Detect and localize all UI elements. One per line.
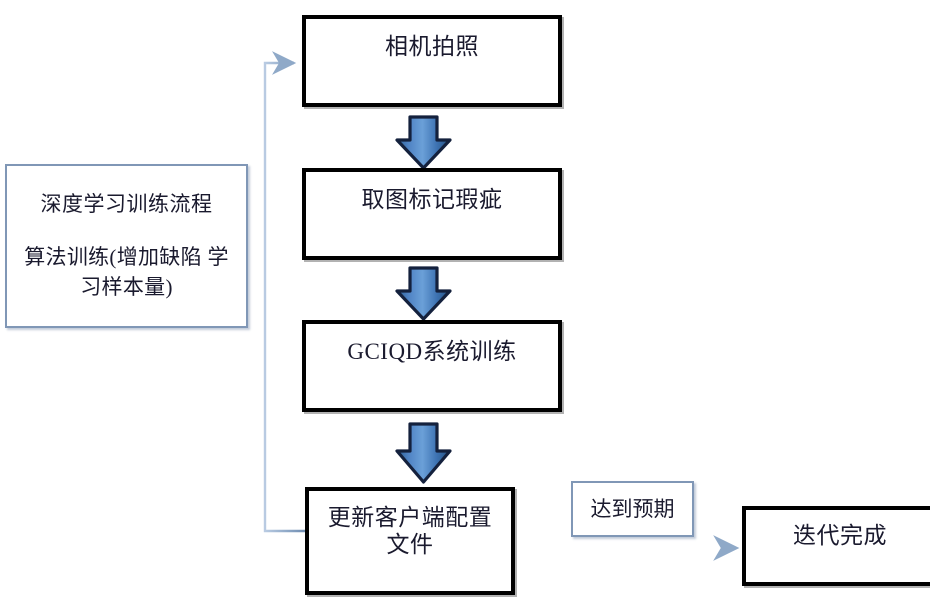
node-meets-expectation[interactable]: 达到预期: [571, 481, 694, 537]
block-arrow-train-to-update: [395, 422, 452, 484]
node-gciqd-training-label: GCIQD系统训练: [347, 339, 517, 364]
training-process-panel: 深度学习训练流程 算法训练(增加缺陷 学习样本量): [5, 164, 248, 328]
panel-title: 深度学习训练流程: [40, 192, 213, 216]
node-gciqd-training[interactable]: GCIQD系统训练: [302, 320, 562, 412]
node-camera-capture-label: 相机拍照: [385, 34, 479, 59]
node-update-client-config-label: 更新客户端配置 文件: [327, 505, 493, 558]
feedback-loop-connector: [263, 51, 305, 533]
panel-subtitle: 算法训练(增加缺陷 学习样本量): [24, 245, 229, 300]
node-mark-defects-label: 取图标记瑕疵: [361, 187, 503, 212]
block-arrow-camera-to-mark: [395, 115, 452, 170]
node-mark-defects[interactable]: 取图标记瑕疵: [302, 168, 562, 260]
node-camera-capture[interactable]: 相机拍照: [302, 15, 562, 107]
node-meets-expectation-label: 达到预期: [590, 497, 675, 521]
node-update-client-config[interactable]: 更新客户端配置 文件: [305, 487, 515, 595]
node-iteration-complete-label: 迭代完成: [793, 523, 887, 548]
node-iteration-complete[interactable]: 迭代完成: [742, 506, 930, 586]
block-arrow-mark-to-train: [395, 266, 452, 321]
